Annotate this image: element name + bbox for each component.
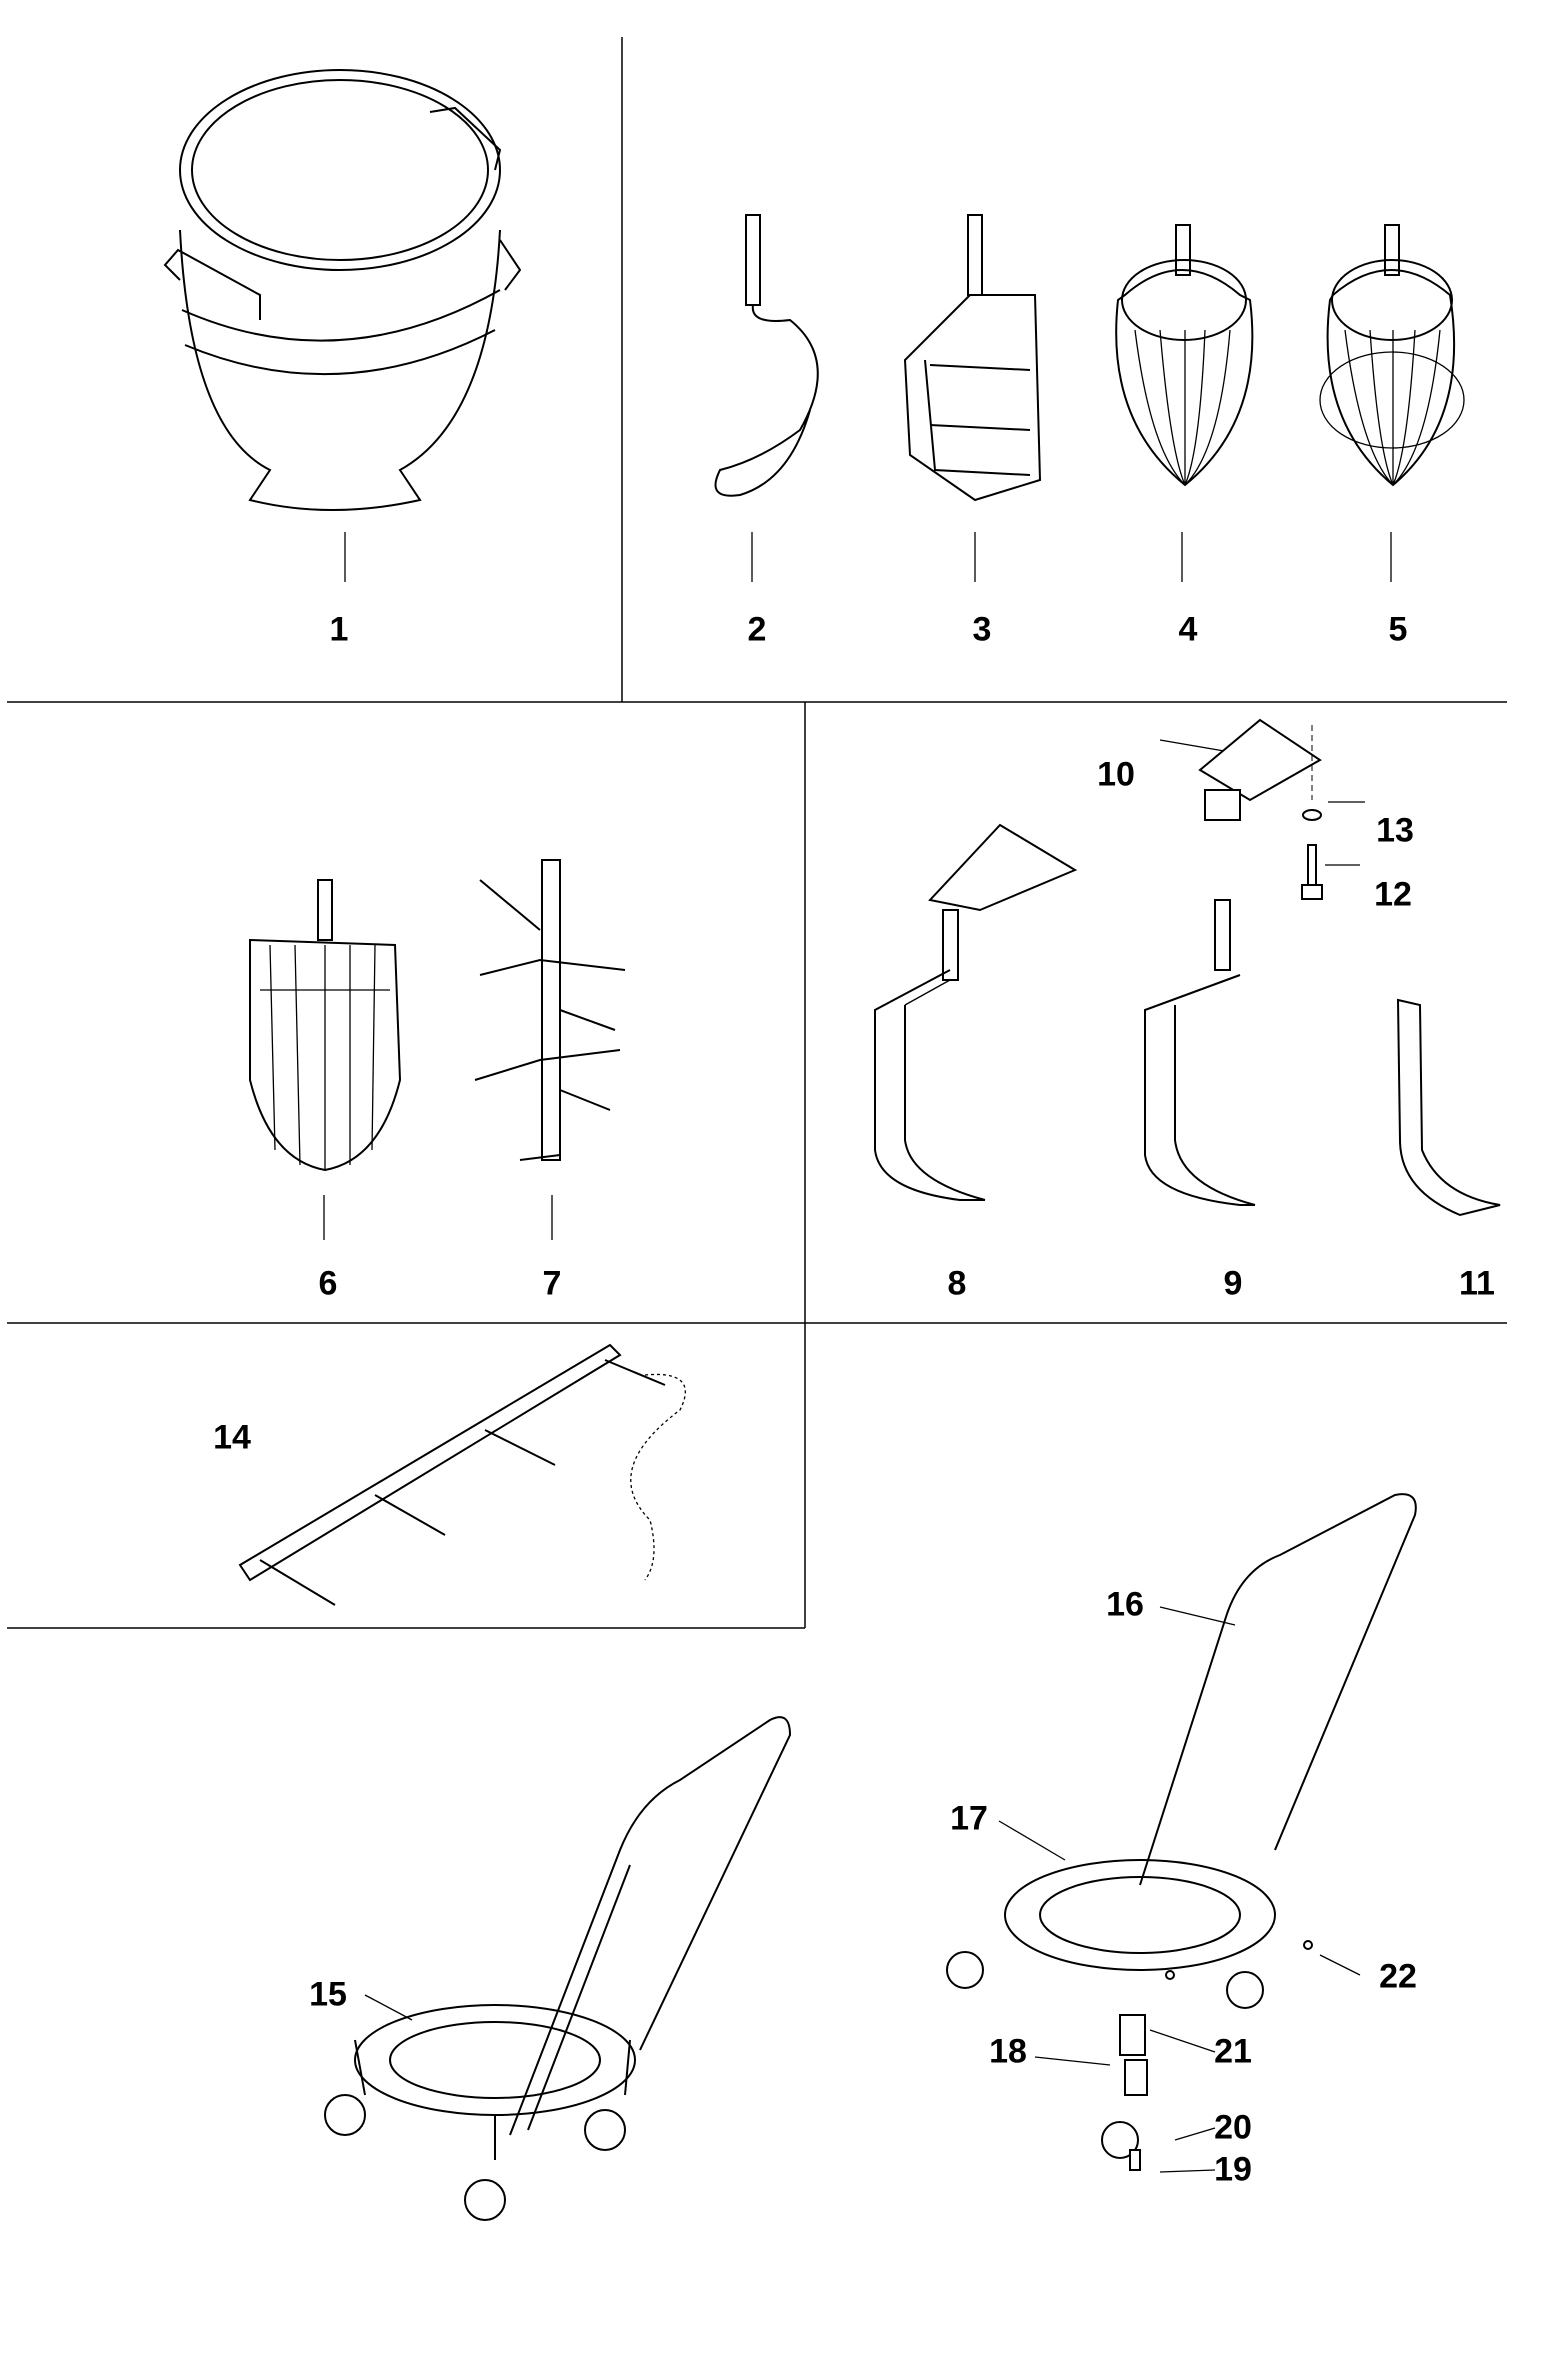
part-label-20: 20 [1214, 2108, 1252, 2147]
leader-lines [323, 532, 1392, 2173]
beater-drawing [903, 214, 1042, 502]
part-label-2: 2 [747, 610, 767, 649]
whisk-wire-drawing [1319, 224, 1465, 487]
whisk-drawing [1115, 224, 1254, 487]
part-label-12: 12 [1374, 875, 1412, 914]
trolley-exploded-drawing [946, 1493, 1417, 2171]
part-label-15: 15 [309, 1975, 347, 2014]
part-label-18: 18 [989, 2032, 1027, 2071]
scraper-drawing [1144, 899, 1256, 1206]
dough-hook-drawing [714, 214, 819, 497]
bracket-drawing [1198, 718, 1323, 900]
part-label-1: 1 [329, 610, 349, 649]
section-dividers [7, 37, 1507, 1629]
part-label-5: 5 [1388, 610, 1408, 649]
part-label-10: 10 [1097, 755, 1135, 794]
part-label-13: 13 [1376, 811, 1414, 850]
part-label-14: 14 [213, 1418, 251, 1457]
tool-rack-drawing [238, 1343, 686, 1606]
spiral-beater-drawing [474, 859, 626, 1161]
part-label-21: 21 [1214, 2032, 1252, 2071]
part-label-7: 7 [542, 1264, 562, 1303]
part-label-22: 22 [1379, 1957, 1417, 1996]
trolley-drawing [324, 1716, 792, 2221]
part-label-6: 6 [318, 1264, 338, 1303]
scraper-arm-drawing [874, 823, 1078, 1201]
bowl-drawing [163, 69, 522, 511]
part-label-3: 3 [972, 610, 992, 649]
part-label-8: 8 [947, 1264, 967, 1303]
spiral-whisk-drawing [249, 879, 402, 1172]
part-label-4: 4 [1178, 610, 1198, 649]
part-label-17: 17 [950, 1799, 988, 1838]
part-label-11: 11 [1459, 1264, 1495, 1303]
scraper-blade-drawing [1396, 998, 1501, 1217]
part-label-16: 16 [1106, 1585, 1144, 1624]
part-label-19: 19 [1214, 2150, 1252, 2189]
part-label-9: 9 [1223, 1264, 1243, 1303]
